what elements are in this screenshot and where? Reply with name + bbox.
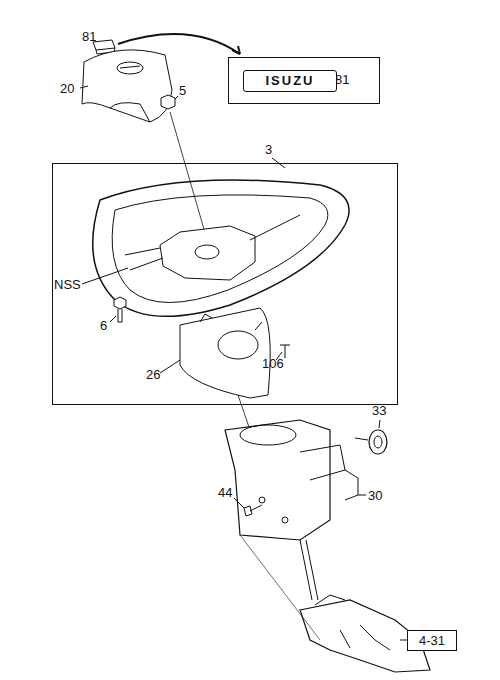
assembly-line	[240, 535, 320, 640]
emblem-box: 81ISUZU	[228, 57, 380, 104]
grommet	[369, 430, 387, 454]
column-shaft	[306, 540, 318, 600]
wheel-rim-inner	[112, 195, 328, 303]
reference-box: 4-31	[407, 630, 457, 651]
column-cover-opening	[240, 425, 296, 445]
bolt-head	[114, 297, 126, 309]
nut	[161, 95, 175, 109]
horn-cover-edge	[110, 103, 150, 122]
callout-number: 20	[60, 82, 74, 96]
screw-44-shank	[250, 505, 262, 511]
wheel-lower-cover	[180, 308, 270, 398]
grommet-line	[355, 438, 368, 440]
hub-bore	[195, 245, 219, 259]
callout-number: 81	[335, 72, 349, 87]
callout-number: NSS	[54, 278, 81, 292]
leader-26	[160, 360, 180, 373]
leader-20	[80, 86, 88, 88]
wheel-hub	[160, 226, 255, 280]
callout-number: 6	[100, 319, 107, 333]
assembly-frame: 3	[52, 163, 398, 405]
callout-number: 44	[218, 486, 232, 500]
wheel-rim-outer	[93, 180, 349, 316]
callout-number: 26	[146, 368, 160, 382]
callout-number: 3	[265, 142, 272, 157]
column-details	[315, 595, 390, 650]
wheel-spokes	[125, 215, 300, 270]
leader-5	[175, 96, 178, 99]
leader-6	[110, 316, 116, 322]
cover-slot-line	[120, 66, 140, 68]
column-shaft	[300, 540, 312, 600]
callout-number: 5	[179, 84, 186, 98]
cover-hole	[259, 497, 265, 503]
assembly-line	[238, 395, 250, 430]
callout-number: 30	[368, 489, 382, 503]
callout-number: 81	[82, 30, 96, 44]
leader-44	[234, 498, 244, 508]
leader-nss	[82, 268, 128, 284]
lower-cover-tabs	[200, 314, 262, 330]
bracket-30-ends	[345, 470, 358, 500]
isuzu-logo: ISUZU	[243, 70, 337, 92]
callout-number: 33	[372, 404, 386, 418]
logo-text: ISUZU	[244, 71, 336, 90]
callout-number: 106	[262, 357, 284, 371]
lower-cover-opening	[218, 331, 258, 359]
reference-arrowhead	[232, 46, 240, 54]
bracket-30	[358, 478, 366, 495]
grommet-inner	[374, 436, 382, 448]
column-cover-side	[300, 445, 345, 480]
horn-cover	[82, 50, 172, 122]
leader-33	[379, 420, 380, 428]
cover-hole	[282, 517, 288, 523]
bolt-shank	[118, 309, 122, 322]
leader-4-31	[400, 640, 407, 641]
column-cover	[225, 420, 330, 540]
cover-slot	[117, 62, 143, 74]
callout-number: 4-31	[408, 631, 456, 650]
